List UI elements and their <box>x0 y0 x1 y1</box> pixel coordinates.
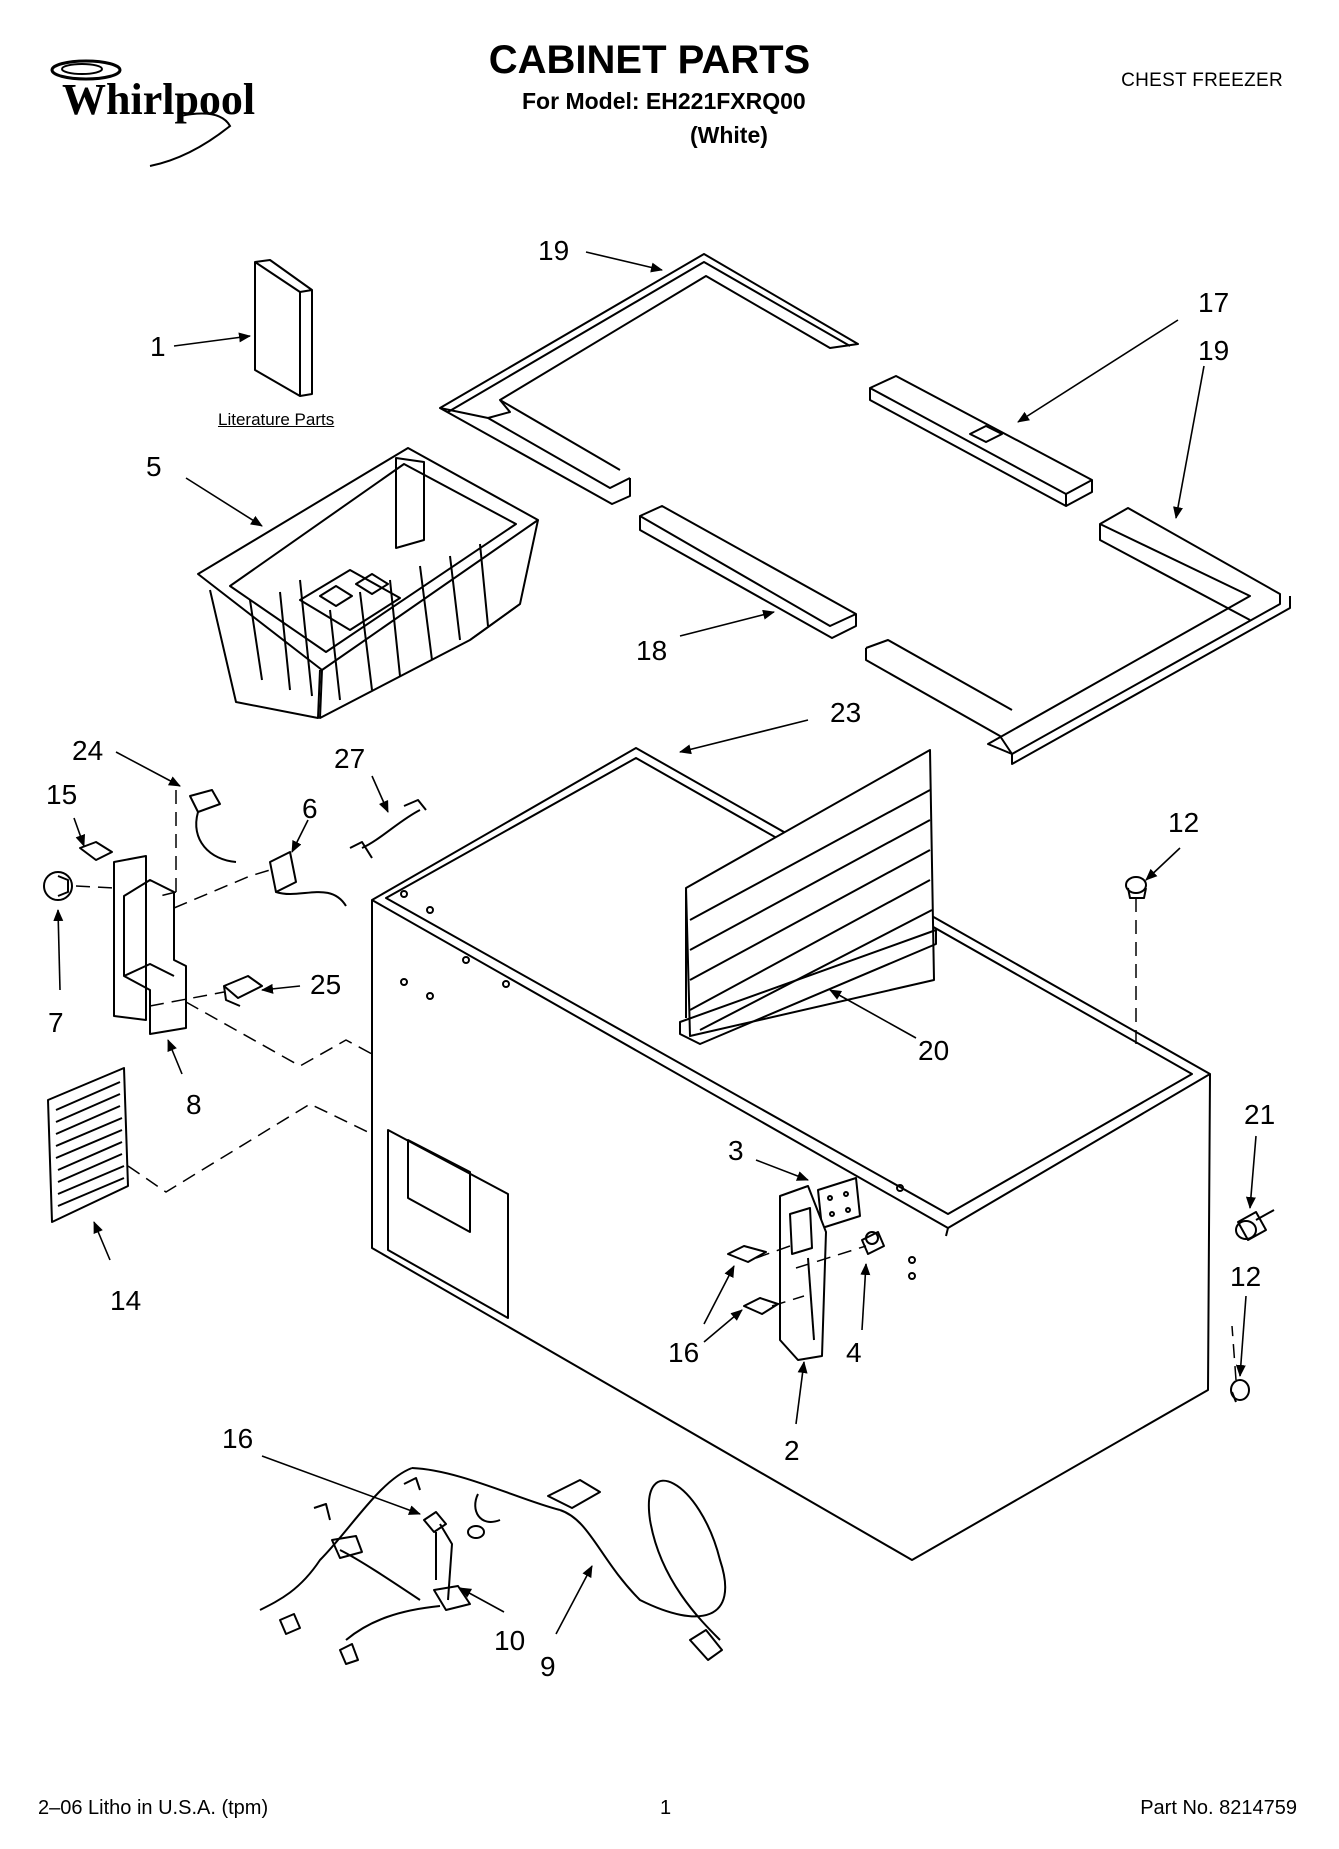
plug-top <box>1125 876 1147 899</box>
breaker-strip-back <box>439 253 859 505</box>
light-harness <box>349 799 427 859</box>
knob-screw <box>79 841 113 861</box>
brand-logo <box>30 48 280 168</box>
literature-parts-label: Literature Parts <box>218 410 335 429</box>
callout-10: 10 <box>494 1625 525 1656</box>
plug-bottom <box>1230 1379 1250 1403</box>
literature-booklet <box>254 259 313 397</box>
page-title: CABINET PARTS <box>488 38 811 82</box>
hinge-screws <box>727 1245 779 1315</box>
callout-9: 9 <box>540 1651 556 1682</box>
callout-7: 7 <box>48 1007 64 1038</box>
callout-2: 2 <box>784 1435 800 1466</box>
callout-1: 1 <box>150 331 166 362</box>
freezer-basket <box>197 447 539 719</box>
model-color: (White) <box>690 122 768 148</box>
product-category: CHEST FREEZER <box>1121 70 1283 91</box>
part-number: Part No. 8214759 <box>1140 1797 1297 1819</box>
control-box <box>113 855 187 1035</box>
callout-14: 14 <box>110 1285 141 1316</box>
callout-17: 17 <box>1198 287 1229 318</box>
model-number: For Model: EH221FXRQ00 <box>522 88 806 114</box>
breaker-strip-right <box>865 507 1291 765</box>
callout-18: 18 <box>636 635 667 666</box>
vent-grille <box>47 1067 129 1223</box>
callout-12-bottom: 12 <box>1230 1261 1261 1292</box>
callout-24: 24 <box>72 735 103 766</box>
breaker-strip-front <box>639 505 857 639</box>
callout-3: 3 <box>728 1135 744 1166</box>
callout-6: 6 <box>302 793 318 824</box>
callout-19-right: 19 <box>1198 335 1229 366</box>
power-cord-harness <box>259 1467 727 1665</box>
assembly-leader-lines <box>75 790 1237 1381</box>
thermostat <box>269 851 347 907</box>
divider-panel <box>679 749 937 1045</box>
thermostat-knob <box>43 871 73 901</box>
callout-27: 27 <box>334 743 365 774</box>
callout-21: 21 <box>1244 1099 1275 1130</box>
callout-15: 15 <box>46 779 77 810</box>
whirlpool-swirl-icon <box>50 59 232 167</box>
leveling-leg <box>1235 1209 1275 1241</box>
callout-numbers: 1 2 3 4 5 6 7 8 9 10 12 12 14 15 16 16 1… <box>46 235 1275 1682</box>
callout-12-top: 12 <box>1168 807 1199 838</box>
callout-16-cord: 16 <box>222 1423 253 1454</box>
callout-23: 23 <box>830 697 861 728</box>
brand-wordmark: Whirlpool <box>62 75 256 124</box>
callout-4: 4 <box>846 1337 862 1368</box>
page-number: 1 <box>660 1797 672 1819</box>
callout-5: 5 <box>146 451 162 482</box>
callout-8: 8 <box>186 1089 202 1120</box>
hinge-plate <box>817 1177 861 1229</box>
callout-20: 20 <box>918 1035 949 1066</box>
callout-19-back: 19 <box>538 235 569 266</box>
callout-arrows <box>53 251 1257 1635</box>
hinge-pin <box>861 1231 885 1255</box>
breaker-strip-center <box>869 375 1093 507</box>
callout-16-hinge: 16 <box>668 1337 699 1368</box>
switch <box>223 975 263 1007</box>
light-assembly <box>189 789 237 863</box>
callout-25: 25 <box>310 969 341 1000</box>
cord-screw <box>423 1511 447 1580</box>
hinge <box>779 1185 827 1361</box>
print-info: 2–06 Litho in U.S.A. (tpm) <box>38 1797 269 1819</box>
